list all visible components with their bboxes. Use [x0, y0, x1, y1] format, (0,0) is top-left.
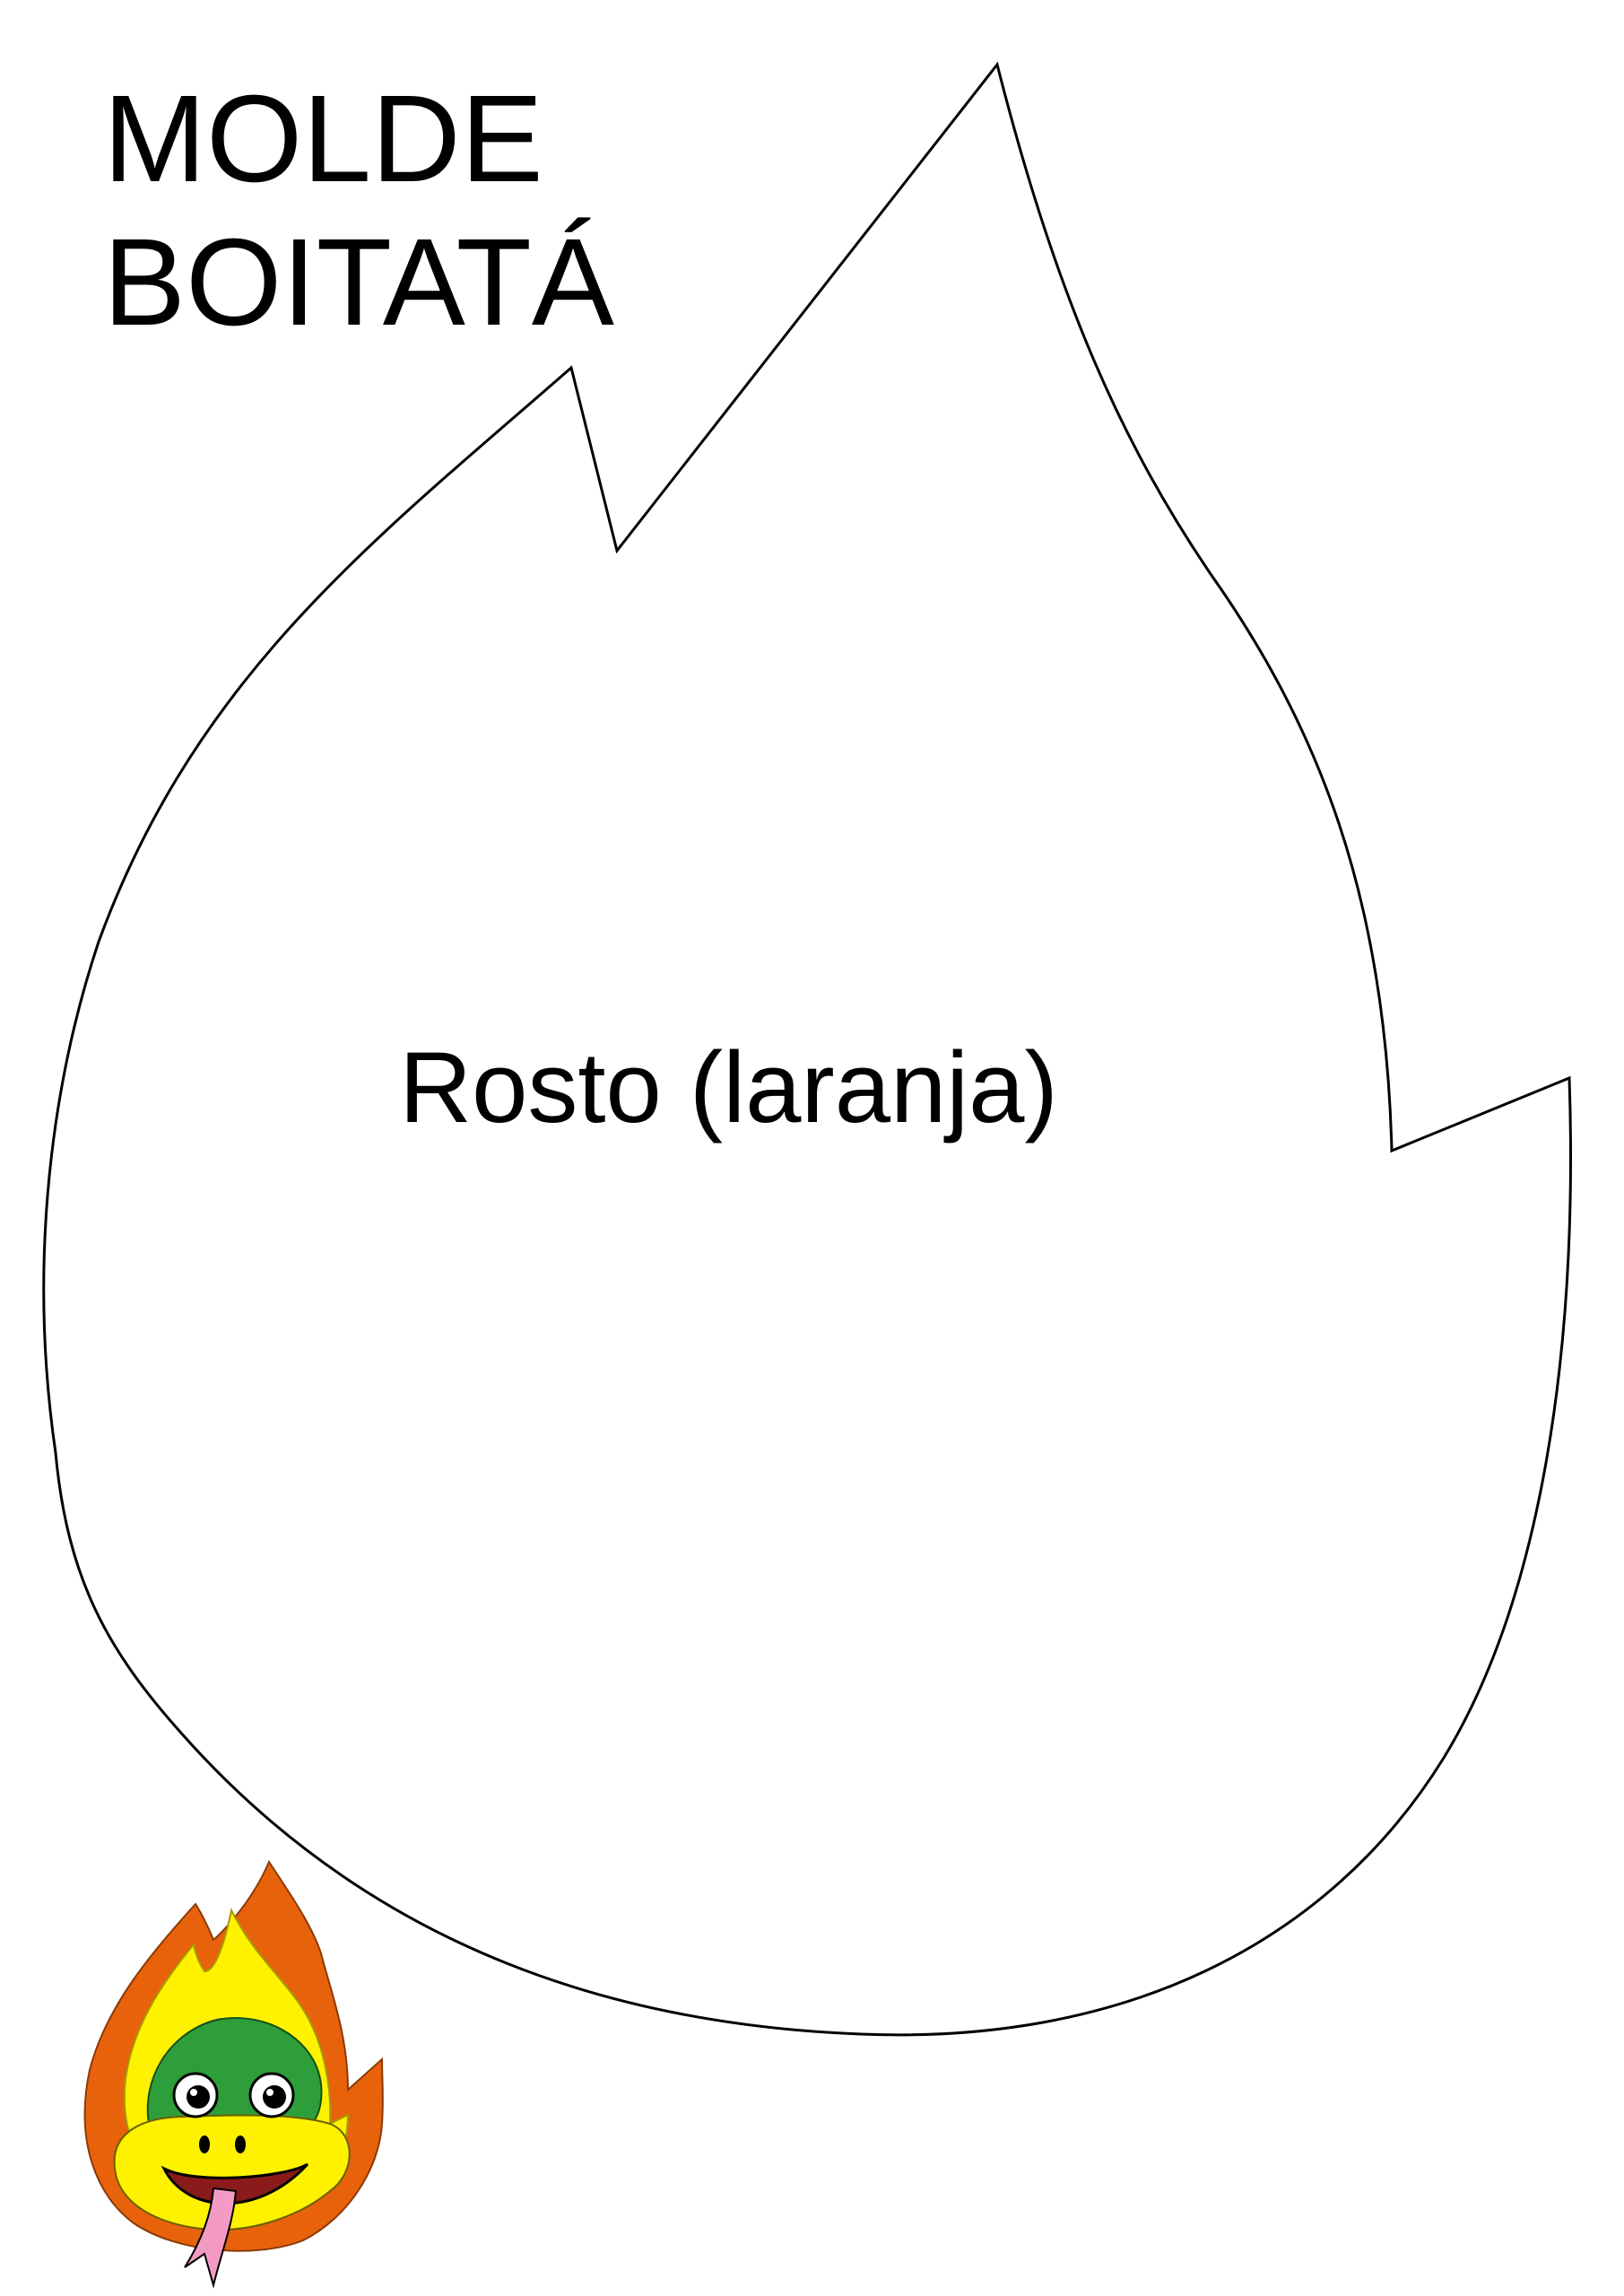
right-eye-glint [266, 2089, 274, 2096]
tongue-shape [184, 2187, 238, 2289]
template-label: Rosto (laranja) [399, 1031, 1058, 1144]
left-eye-glint [190, 2089, 197, 2096]
mouth-shape [161, 2162, 309, 2205]
left-pupil [187, 2085, 210, 2109]
title-line-1: MOLDE [103, 70, 543, 208]
boitata-flame-mascot-icon [83, 1859, 384, 2289]
flame-outline-path [42, 61, 1572, 2037]
left-nostril [199, 2135, 210, 2153]
page-title: MOLDE BOITATÁ [103, 67, 614, 354]
right-pupil [263, 2085, 286, 2109]
snout-shape [113, 2114, 351, 2231]
right-nostril [235, 2135, 246, 2153]
title-line-2: BOITATÁ [103, 213, 614, 352]
